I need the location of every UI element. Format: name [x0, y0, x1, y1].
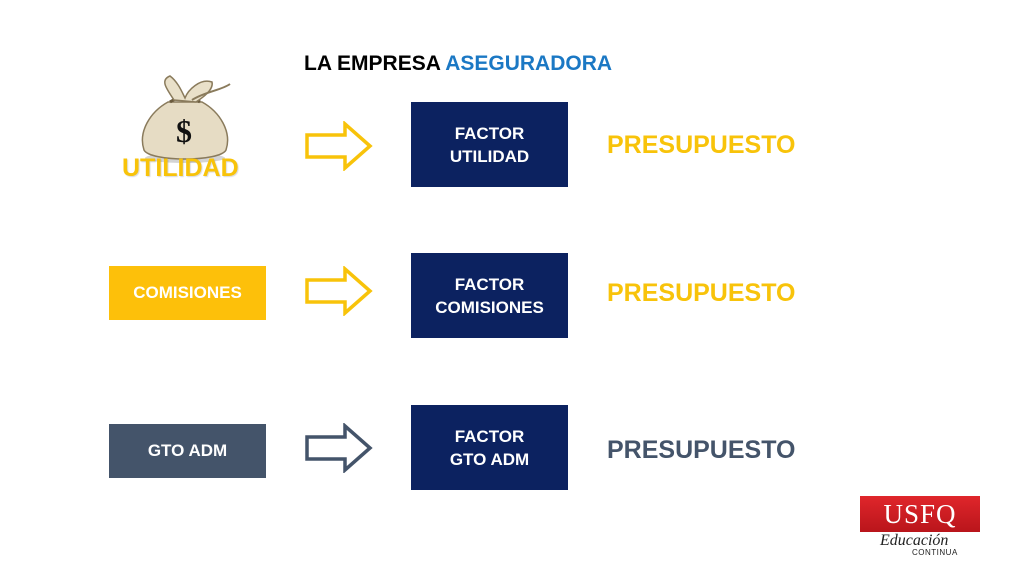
right-arrow-icon	[305, 121, 373, 171]
factor-comisiones-box: FACTOR COMISIONES	[411, 253, 568, 338]
factor-comisiones-line1: FACTOR	[454, 274, 525, 294]
usfq-logo-continua: CONTINUA	[912, 548, 958, 557]
svg-text:$: $	[176, 113, 192, 149]
presupuesto-gto-adm: PRESUPUESTO	[607, 436, 796, 464]
slide-title: LA EMPRESA ASEGURADORA	[304, 52, 612, 76]
presupuesto-comisiones: PRESUPUESTO	[607, 279, 796, 307]
title-part1: LA EMPRESA	[304, 52, 441, 75]
right-arrow-icon	[305, 423, 373, 473]
money-bag-icon: $	[141, 75, 231, 163]
usfq-logo-brand: USFQ	[860, 496, 980, 532]
factor-gto-adm-line1: FACTOR	[454, 426, 525, 446]
title-part2: ASEGURADORA	[445, 52, 613, 75]
presupuesto-utilidad: PRESUPUESTO	[607, 131, 796, 159]
factor-utilidad-box: FACTOR UTILIDAD	[411, 102, 568, 187]
gto-adm-box: GTO ADM	[109, 424, 266, 478]
utilidad-label: UTILIDAD	[122, 154, 239, 182]
factor-gto-adm-line2: GTO ADM	[449, 449, 530, 469]
comisiones-box: COMISIONES	[109, 266, 266, 320]
usfq-logo: USFQ Educación CONTINUA	[858, 496, 982, 560]
factor-utilidad-line2: UTILIDAD	[449, 146, 530, 166]
factor-comisiones-line2: COMISIONES	[435, 297, 544, 317]
factor-gto-adm-box: FACTOR GTO ADM	[411, 405, 568, 490]
right-arrow-icon	[305, 266, 373, 316]
usfq-logo-educacion: Educación	[880, 532, 949, 549]
factor-utilidad-line1: FACTOR	[454, 123, 525, 143]
